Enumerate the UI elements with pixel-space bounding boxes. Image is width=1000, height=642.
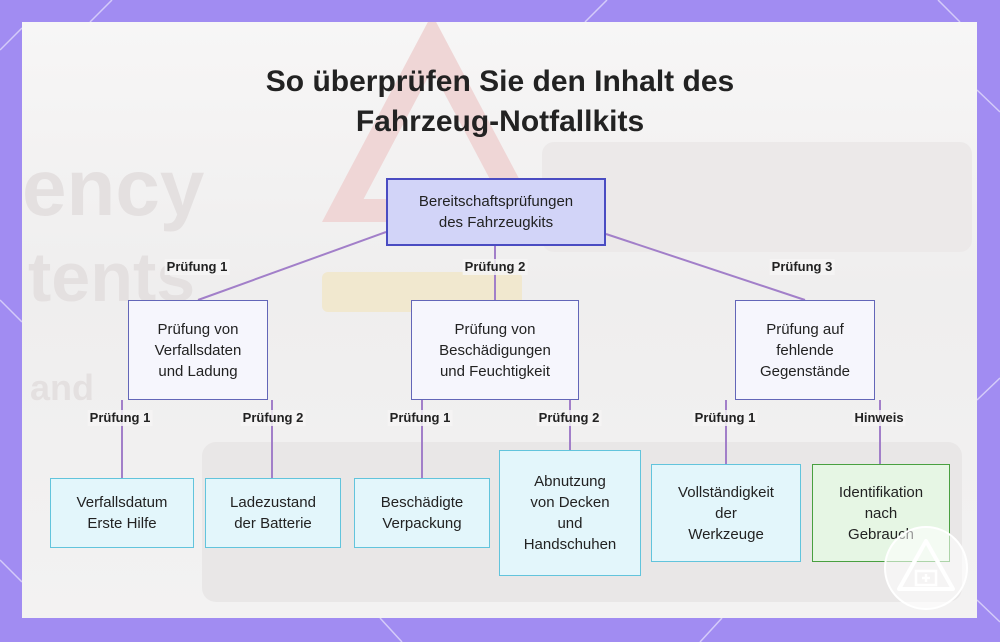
edge-label-check3-leaf6: Hinweis: [852, 410, 906, 426]
edge-label-check3-leaf5: Prüfung 1: [692, 410, 758, 426]
edge-label-root-check1: Prüfung 1: [164, 259, 230, 275]
node-root: Bereitschaftsprüfungen des Fahrzeugkits: [386, 178, 606, 246]
warning-triangle-first-aid-icon: [884, 526, 968, 610]
background-kit-box: [542, 142, 972, 252]
edge-root-check1: [197, 231, 387, 301]
edge-root-check3: [605, 233, 806, 301]
node-damaged-packaging: Beschädigte Verpackung: [354, 478, 490, 548]
node-check-missing-items: Prüfung auf fehlende Gegenstände: [735, 300, 875, 400]
background-text-3: and: [30, 367, 95, 408]
edge-label-root-check2: Prüfung 2: [462, 259, 528, 275]
node-tool-completeness: Vollständigkeit der Werkzeuge: [651, 464, 801, 562]
node-check-expiry-charge: Prüfung von Verfallsdaten und Ladung: [128, 300, 268, 400]
node-first-aid-expiry: Verfallsdatum Erste Hilfe: [50, 478, 194, 548]
background-text-1: ency: [22, 143, 205, 232]
node-battery-charge: Ladezustand der Batterie: [205, 478, 341, 548]
node-blanket-glove-wear: Abnutzung von Decken und Handschuhen: [499, 450, 641, 576]
node-check-damage-moisture: Prüfung von Beschädigungen und Feuchtigk…: [411, 300, 579, 400]
title-line-2: Fahrzeug-Notfallkits: [355, 105, 645, 138]
title-line-1: So überprüfen Sie den Inhalt des: [265, 65, 735, 98]
edge-label-check1-leaf2: Prüfung 2: [240, 410, 306, 426]
edge-label-root-check3: Prüfung 3: [769, 259, 835, 275]
edge-label-check1-leaf1: Prüfung 1: [87, 410, 153, 426]
edge-label-check2-leaf4: Prüfung 2: [536, 410, 602, 426]
page-title: So überprüfen Sie den Inhalt des Fahrzeu…: [150, 62, 850, 142]
edge-label-check2-leaf3: Prüfung 1: [387, 410, 453, 426]
